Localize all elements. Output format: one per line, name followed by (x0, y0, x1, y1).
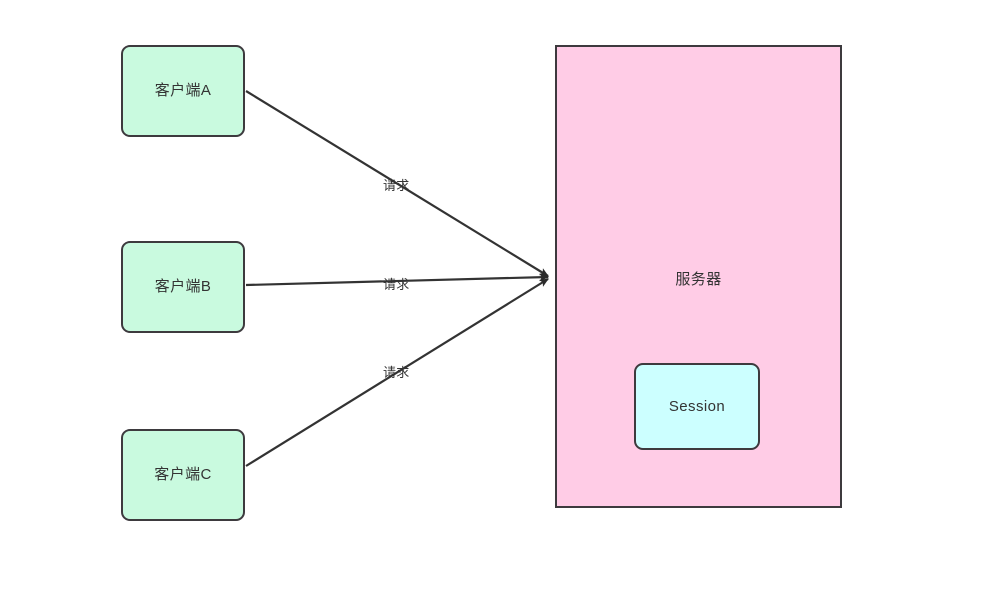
node-client-b[interactable]: 客户端B (121, 241, 245, 333)
edge-client-c-to-server (245, 278, 549, 467)
node-client-c[interactable]: 客户端C (121, 429, 245, 521)
edge-client-b-to-server (245, 273, 550, 287)
node-session[interactable]: Session (634, 363, 760, 450)
node-client-c-label: 客户端C (154, 466, 212, 483)
node-server-label: 服务器 (675, 271, 722, 288)
edge-label-request-b: 请求 (383, 277, 410, 292)
node-session-label: Session (668, 397, 726, 415)
node-client-a[interactable]: 客户端A (121, 45, 245, 137)
edge-label-request-c: 请求 (383, 365, 410, 380)
edge-client-a-to-server (245, 90, 549, 277)
node-client-a-label: 客户端A (154, 82, 212, 99)
edge-label-request-a: 请求 (383, 178, 410, 193)
node-client-b-label: 客户端B (154, 278, 212, 295)
